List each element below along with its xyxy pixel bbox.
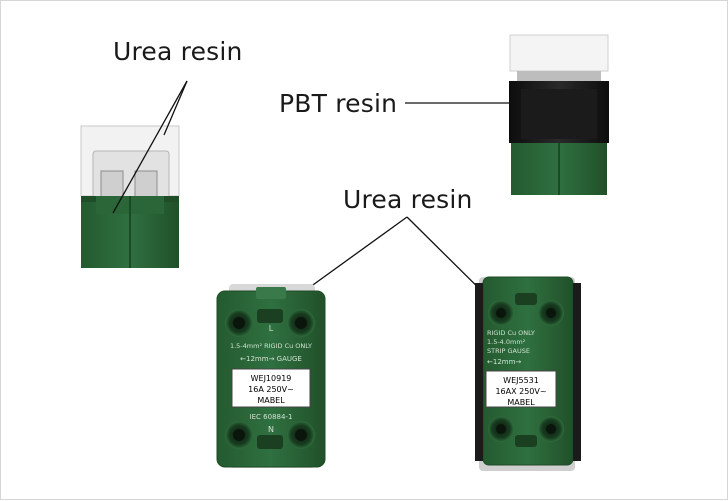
right-plate-line-3: MABEL (507, 398, 535, 407)
left-standard-text: IEC 60884-1 (250, 413, 293, 421)
leader-urea-top-b (163, 80, 188, 136)
label-pbt: PBT resin (279, 89, 398, 118)
left-plate-line-2: 16A 250V~ (248, 385, 294, 394)
right-gauge-text: ←12mm→ (487, 358, 521, 366)
right-top-text-1: RIGID Cu ONLY (487, 329, 535, 337)
left-plate-line-3: MABEL (257, 396, 285, 405)
switch-front-left (216, 284, 326, 468)
device-side-view-right (509, 34, 609, 195)
left-terminal-bottom: N (268, 425, 274, 434)
leader-urea-top-a (112, 80, 188, 214)
left-terminal-top: L (269, 324, 274, 333)
right-top-text-2: 1.5-4.0mm² (487, 338, 526, 346)
right-top-text-3: STRIP GAUSE (487, 347, 530, 355)
left-gauge-text: ←12mm→ GAUGE (240, 355, 302, 363)
left-plate-line-1: WEJ10919 (251, 374, 292, 383)
switch-front-right (475, 276, 581, 471)
right-plate-line-2: 16AX 250V~ (495, 387, 546, 396)
right-plate-line-1: WEJ5531 (503, 376, 539, 385)
label-urea-top: Urea resin (113, 37, 243, 66)
left-top-text: 1.5-4mm² RIGID Cu ONLY (230, 342, 312, 350)
device-side-view-left (80, 125, 180, 268)
label-urea-bottom: Urea resin (343, 185, 473, 214)
